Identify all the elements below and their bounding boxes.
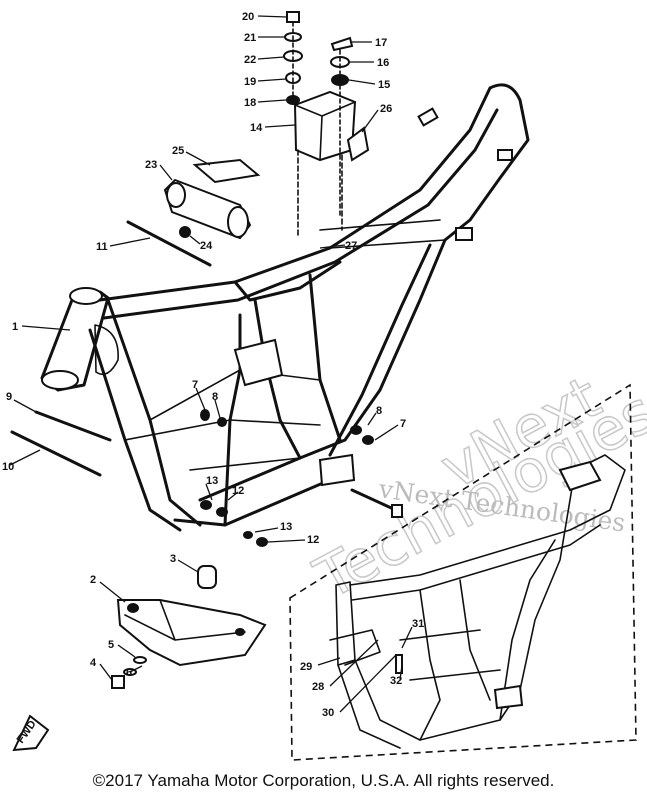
callout-8-right: 8 xyxy=(376,405,382,417)
callout-5: 5 xyxy=(108,639,114,651)
callout-12-upper: 12 xyxy=(232,485,244,497)
callout-32: 32 xyxy=(390,675,402,687)
fwd-arrow: FWD xyxy=(12,714,50,752)
callout-7-left: 7 xyxy=(192,379,198,391)
callout-10: 10 xyxy=(2,461,14,473)
skid-plate xyxy=(116,599,267,667)
callout-25: 25 xyxy=(172,145,184,157)
callout-29: 29 xyxy=(300,661,312,673)
callout-17: 17 xyxy=(375,37,387,49)
fasteners xyxy=(200,409,374,547)
callout-7-right: 7 xyxy=(400,418,406,430)
callout-26: 26 xyxy=(380,103,392,115)
callout-12-lower: 12 xyxy=(307,534,319,546)
callout-3: 3 xyxy=(170,553,176,565)
bracket-26 xyxy=(346,126,370,162)
callout-23: 23 xyxy=(145,159,157,171)
callout-15: 15 xyxy=(378,79,390,91)
callout-18: 18 xyxy=(244,97,256,109)
long-bolts xyxy=(10,220,403,518)
callout-9: 9 xyxy=(6,391,12,403)
callout-2: 2 xyxy=(90,574,96,586)
inset-dashed-box xyxy=(289,383,637,761)
callout-11: 11 xyxy=(96,241,108,253)
leader-lines xyxy=(9,15,413,713)
callout-14: 14 xyxy=(250,122,263,134)
callout-19: 19 xyxy=(244,76,256,88)
callout-21: 21 xyxy=(244,32,256,44)
copyright-notice: ©2017 Yamaha Motor Corporation, U.S.A. A… xyxy=(92,771,555,790)
callout-30: 30 xyxy=(322,707,334,719)
callout-8-left: 8 xyxy=(212,391,218,403)
callout-20: 20 xyxy=(242,11,254,23)
callout-1: 1 xyxy=(12,321,18,333)
toolbox xyxy=(163,158,261,240)
callout-4: 4 xyxy=(90,657,97,669)
watermark: vNext Technologies vNext Technologies xyxy=(303,362,647,614)
callout-13-lower: 13 xyxy=(280,521,292,533)
main-frame xyxy=(40,83,530,532)
callout-16: 16 xyxy=(377,57,389,69)
rubber-24 xyxy=(179,226,191,238)
damper-3 xyxy=(197,565,217,589)
callout-28: 28 xyxy=(312,681,324,693)
bolt-stack xyxy=(283,11,303,105)
inset-frame xyxy=(329,454,626,749)
callout-labels: 20 21 22 19 18 14 17 16 15 26 25 23 24 1… xyxy=(2,11,424,719)
callout-31: 31 xyxy=(412,618,424,630)
callout-13-upper: 13 xyxy=(206,475,218,487)
callout-27: 27 xyxy=(345,240,357,252)
callout-24: 24 xyxy=(200,240,213,252)
battery-box xyxy=(293,90,357,236)
callout-22: 22 xyxy=(244,54,256,66)
callout-6: 6 xyxy=(126,667,132,679)
